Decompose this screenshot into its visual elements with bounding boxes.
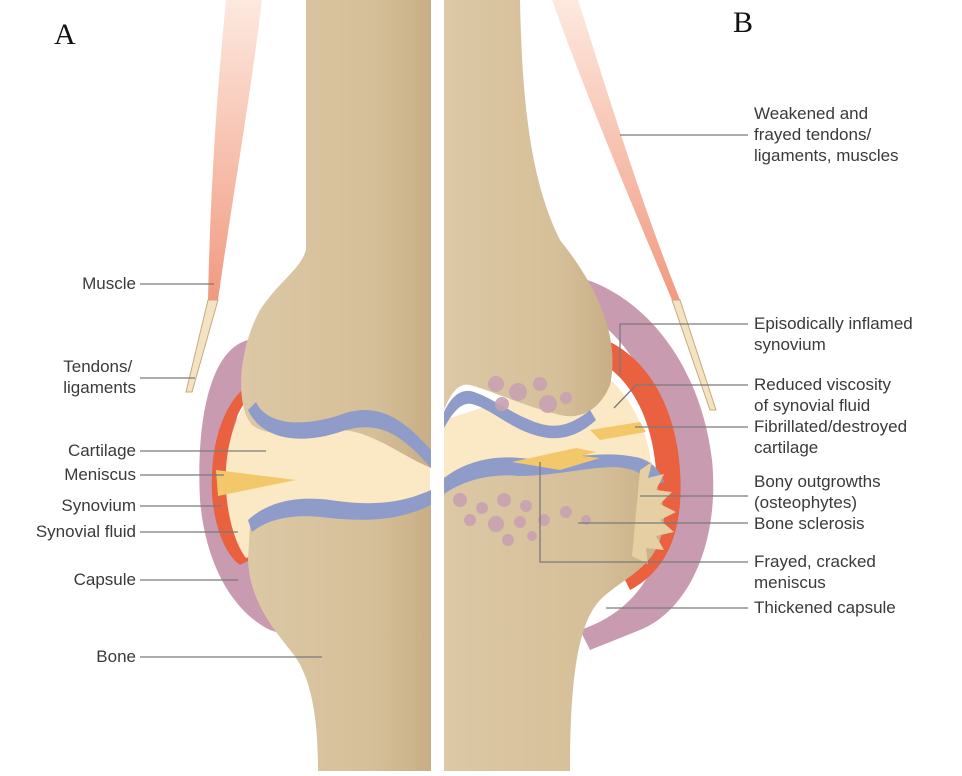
femur-left bbox=[241, 0, 431, 468]
label-viscosity-line1: Reduced viscosity bbox=[754, 374, 891, 395]
label-inflamed-line1: Episodically inflamed bbox=[754, 313, 913, 334]
panel-letter-b: B bbox=[733, 6, 753, 40]
label-inflamed-line2: synovium bbox=[754, 334, 913, 355]
label-bone: Bone bbox=[96, 646, 136, 667]
label-synovial-fluid: Synovial fluid bbox=[36, 521, 136, 542]
healthy-joint-panel bbox=[186, 0, 431, 771]
label-thickened-capsule: Thickened capsule bbox=[754, 597, 896, 618]
label-tendons-line2: ligaments bbox=[63, 377, 136, 398]
label-fibrillated-line2: cartilage bbox=[754, 437, 907, 458]
label-frayed-meniscus: Frayed, cracked meniscus bbox=[754, 551, 876, 593]
label-weakened-line2: frayed tendons/ bbox=[754, 124, 899, 145]
label-fibrillated-line1: Fibrillated/destroyed bbox=[754, 416, 907, 437]
label-bony-line2: (osteophytes) bbox=[754, 492, 881, 513]
muscle-left bbox=[208, 0, 262, 300]
panel-divider bbox=[431, 0, 444, 771]
label-fibrillated-cartilage: Fibrillated/destroyed cartilage bbox=[754, 416, 907, 458]
tibia-left bbox=[248, 500, 431, 771]
label-meniscus: Meniscus bbox=[64, 464, 136, 485]
label-weakened-line3: ligaments, muscles bbox=[754, 145, 899, 166]
label-frayed-line2: meniscus bbox=[754, 572, 876, 593]
label-reduced-viscosity: Reduced viscosity of synovial fluid bbox=[754, 374, 891, 416]
label-cartilage: Cartilage bbox=[68, 440, 136, 461]
label-muscle: Muscle bbox=[82, 273, 136, 294]
label-weakened: Weakened and frayed tendons/ ligaments, … bbox=[754, 103, 899, 166]
label-synovium: Synovium bbox=[61, 495, 136, 516]
label-bone-sclerosis: Bone sclerosis bbox=[754, 513, 865, 534]
label-bony-outgrowths: Bony outgrowths (osteophytes) bbox=[754, 471, 881, 513]
label-tendons: Tendons/ ligaments bbox=[63, 356, 136, 398]
label-tendons-line1: Tendons/ bbox=[63, 356, 136, 377]
label-inflamed-synovium: Episodically inflamed synovium bbox=[754, 313, 913, 355]
label-viscosity-line2: of synovial fluid bbox=[754, 395, 891, 416]
label-weakened-line1: Weakened and bbox=[754, 103, 899, 124]
label-frayed-line1: Frayed, cracked bbox=[754, 551, 876, 572]
label-capsule: Capsule bbox=[74, 569, 136, 590]
panel-letter-a: A bbox=[54, 18, 76, 52]
label-bony-line1: Bony outgrowths bbox=[754, 471, 881, 492]
